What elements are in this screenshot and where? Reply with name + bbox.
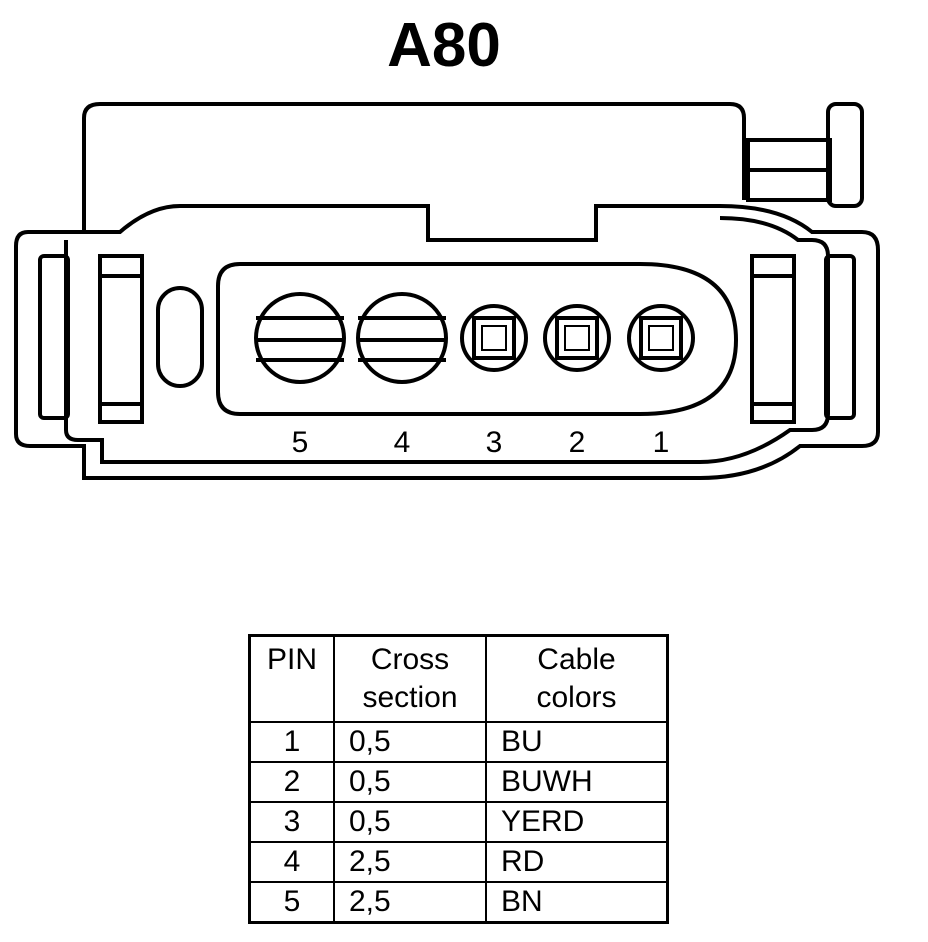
pin-label: 3 (486, 426, 503, 459)
pin-label: 4 (394, 426, 411, 459)
table-row: 4 2,5 RD (248, 841, 669, 883)
right-rail (824, 254, 856, 420)
table-row: 3 0,5 YERD (248, 801, 669, 843)
pin-1-contact (627, 304, 695, 372)
connector-title: A80 (387, 11, 501, 80)
pin-label: 1 (653, 426, 670, 459)
cell-cross-section: 0,5 (333, 801, 487, 843)
housing-top (82, 102, 746, 232)
cell-cable-color: BU (485, 721, 669, 763)
cell-cross-section: 2,5 (333, 881, 487, 924)
cell-cross-section: 0,5 (333, 761, 487, 803)
pin-label: 5 (292, 426, 309, 459)
header-cross-section: Cross section (333, 634, 487, 723)
table-row: 1 0,5 BU (248, 721, 669, 763)
header-pin: PIN (248, 634, 335, 723)
housing-inner (64, 216, 830, 464)
cell-pin: 5 (248, 881, 335, 924)
pin-2-contact (543, 304, 611, 372)
cell-pin: 4 (248, 841, 335, 883)
cell-cable-color: BUWH (485, 761, 669, 803)
housing-outer (14, 204, 880, 480)
cell-cable-color: BN (485, 881, 669, 924)
table-header-row: PIN Cross section Cable colors (248, 634, 669, 723)
cell-pin: 3 (248, 801, 335, 843)
table-row: 2 0,5 BUWH (248, 761, 669, 803)
cell-cable-color: YERD (485, 801, 669, 843)
cell-cross-section: 0,5 (333, 721, 487, 763)
right-guide (750, 254, 796, 424)
cell-cross-section: 2,5 (333, 841, 487, 883)
table-row: 5 2,5 BN (248, 881, 669, 924)
pin-3-contact (460, 304, 528, 372)
cell-pin: 2 (248, 761, 335, 803)
pin-label: 2 (569, 426, 586, 459)
header-cable-colors: Cable colors (485, 634, 669, 723)
left-guide (98, 254, 144, 424)
latch-icon (746, 102, 864, 208)
pin-5-contact (254, 292, 346, 384)
pin-4-contact (356, 292, 448, 384)
cell-cable-color: RD (485, 841, 669, 883)
pin-cavity (216, 262, 739, 416)
connector-face-diagram: 5 4 3 2 1 (14, 102, 880, 480)
coding-slot (156, 286, 204, 388)
left-rail (38, 254, 70, 420)
pin-assignment-table: PIN Cross section Cable colors 1 0,5 BU … (248, 634, 669, 924)
cell-pin: 1 (248, 721, 335, 763)
